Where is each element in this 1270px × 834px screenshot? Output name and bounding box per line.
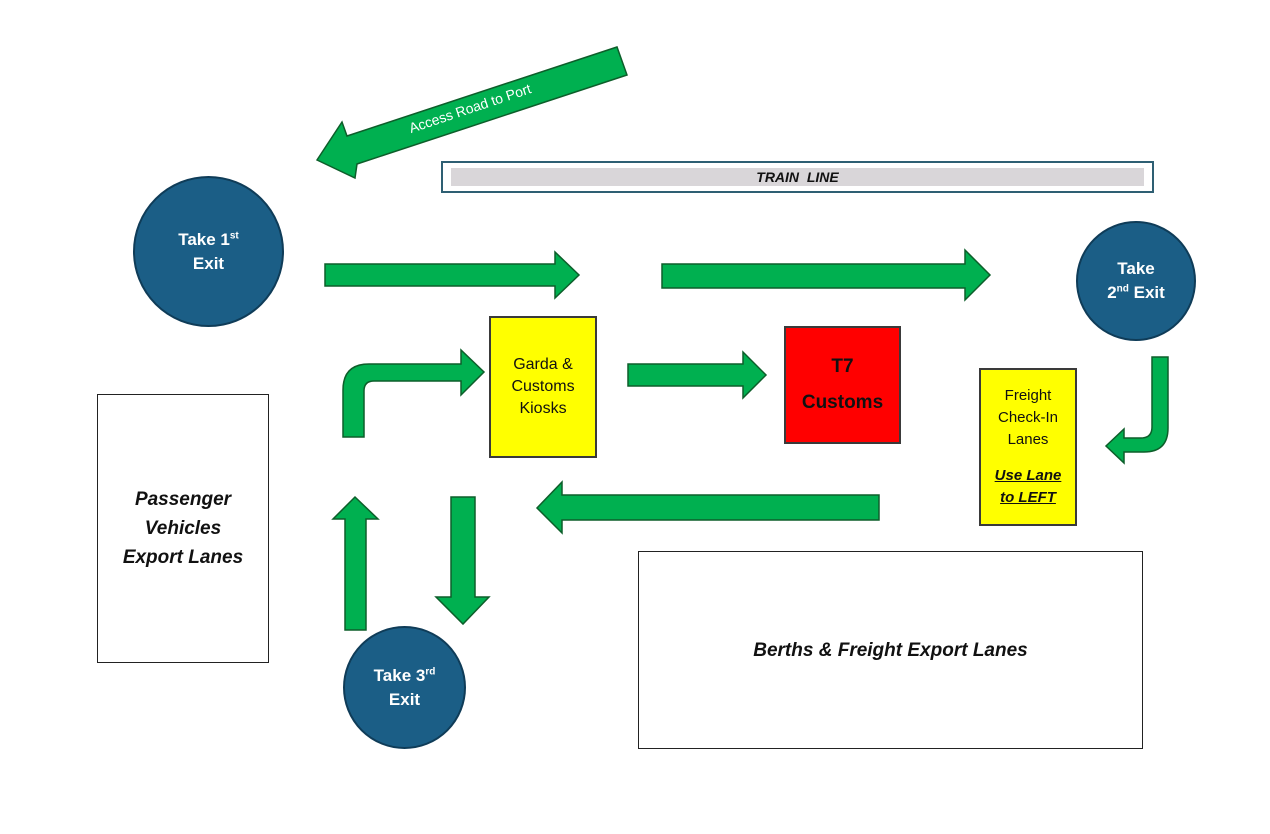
passenger-line-3: Export Lanes [122, 547, 244, 568]
train-line: TRAIN LINE [441, 161, 1154, 193]
freight-line-2: Check-In [997, 409, 1059, 426]
exit-3-line-1: Take 3rd [373, 665, 436, 685]
freight-line-3: Lanes [1007, 431, 1049, 448]
kiosks-line-1: Garda & [513, 356, 573, 373]
take-1st-exit-circle: Take 1st Exit [133, 176, 284, 327]
use-lane-note: Use Lane to LEFT [995, 465, 1062, 509]
berths-label: Berths & Freight Export Lanes [753, 639, 1028, 661]
garda-customs-kiosks: Garda & Customs Kiosks [489, 316, 597, 458]
kiosks-line-2: Customs [511, 378, 575, 395]
take-2nd-exit-circle: Take 2nd Exit [1076, 221, 1196, 341]
freight-line-1: Freight [1004, 387, 1052, 404]
curved-down-left-arrow [1104, 356, 1169, 465]
curved-up-right-arrow [342, 348, 486, 438]
passenger-line-2: Vehicles [144, 518, 222, 539]
exit-3-line-2: Exit [388, 689, 421, 709]
down-arrow-to-exit-3 [434, 496, 491, 626]
passenger-line-1: Passenger [134, 489, 232, 510]
kiosks-to-customs-arrow [627, 350, 768, 400]
exit-1-line-2: Exit [192, 253, 225, 273]
top-right-arrow-2 [661, 248, 992, 302]
exit-1-line-1: Take 1st [178, 229, 239, 249]
passenger-vehicles-export-lanes: Passenger Vehicles Export Lanes [97, 394, 269, 663]
kiosks-line-3: Kiosks [519, 400, 567, 417]
t7-customs: T7 Customs [784, 326, 901, 444]
train-line-bar: TRAIN LINE [451, 168, 1144, 186]
train-line-label: TRAIN LINE [756, 169, 839, 185]
take-3rd-exit-circle: Take 3rd Exit [343, 626, 466, 749]
freight-check-in-lanes: Freight Check-In Lanes Use Lane to LEFT [979, 368, 1077, 526]
note-line-2: to LEFT [1000, 489, 1056, 506]
note-line-1: Use Lane [994, 467, 1062, 484]
berths-freight-export-lanes: Berths & Freight Export Lanes [638, 551, 1143, 749]
up-arrow-from-exit-3 [331, 495, 380, 631]
return-left-arrow [535, 480, 880, 535]
top-right-arrow-1 [324, 250, 581, 300]
exit-2-line-1: Take [1117, 259, 1155, 278]
customs-line-1: T7 [831, 356, 854, 377]
access-road-arrow [315, 46, 628, 180]
customs-line-2: Customs [801, 392, 884, 413]
exit-2-line-2: 2nd Exit [1107, 283, 1165, 302]
